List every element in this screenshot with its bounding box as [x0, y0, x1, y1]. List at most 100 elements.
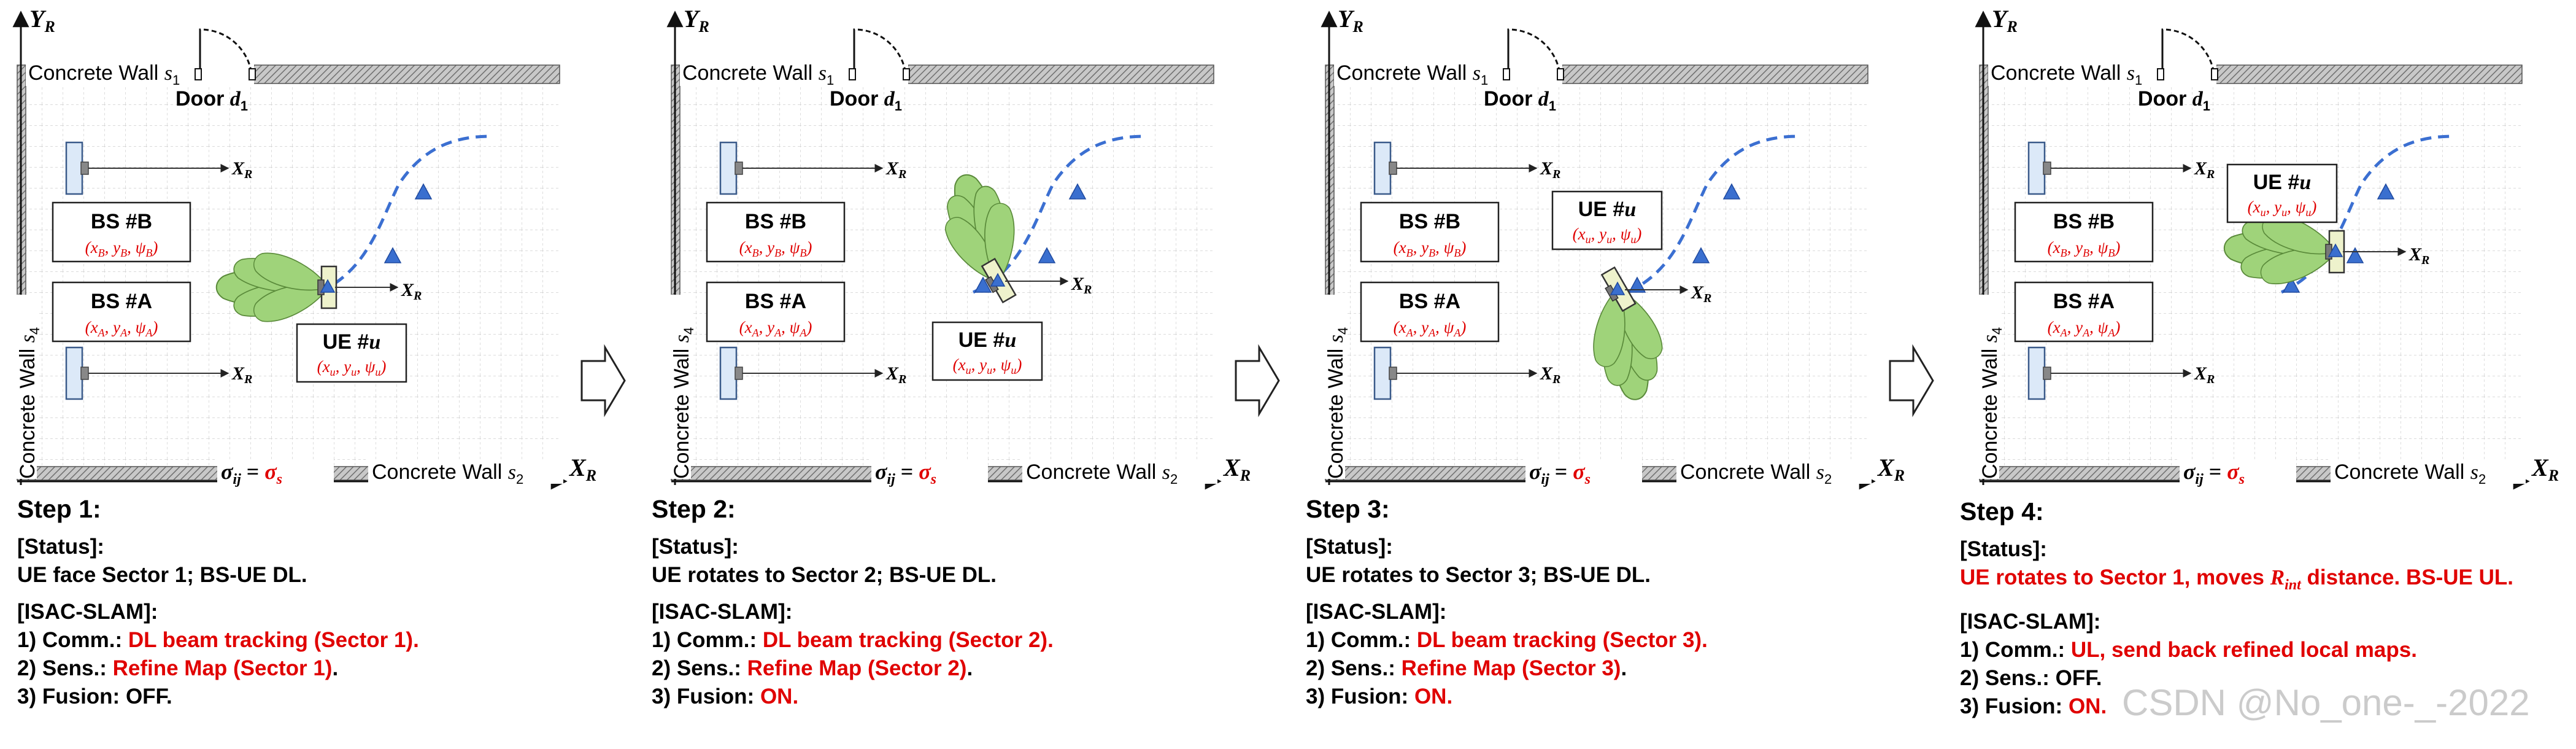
ue-device: XR	[215, 246, 422, 328]
comm-line: 1) Comm.: UL, send back refined local ma…	[1960, 638, 2417, 662]
bs-a-label: BS #A	[1399, 290, 1460, 313]
ue-x-axis-label: XR	[401, 280, 422, 303]
trajectory-marker	[414, 183, 433, 200]
door-hinge	[2157, 68, 2164, 80]
isac-header: [ISAC-SLAM]:	[1306, 600, 1447, 624]
bs-a-x-axis-label: XR	[1540, 363, 1560, 386]
bs-b-label: BS #B	[2053, 210, 2115, 233]
y-axis-label: YR	[1338, 5, 1363, 36]
bs-a-x-axis-label: XR	[231, 363, 252, 386]
trajectory-marker	[384, 247, 402, 263]
bs-a-coords: (xA, yA, ψA)	[85, 318, 158, 339]
ue-label: UE #u	[2253, 171, 2312, 194]
watermark: CSDN @No_one-_-2022	[2122, 682, 2530, 723]
bs-a-coords: (xA, yA, ψA)	[739, 318, 812, 339]
next-step-arrow-3	[1889, 344, 1934, 417]
fusion-line: 3) Fusion: ON.	[652, 685, 799, 708]
trajectory-marker	[974, 276, 992, 293]
status-text: UE rotates to Sector 2; BS-UE DL.	[652, 563, 997, 587]
step-1-description: Step 1: [Status]: UE face Sector 1; BS-UE…	[17, 494, 419, 711]
wall-s1-label: Concrete Wall s1	[28, 61, 180, 88]
ue-coords: (xu, yu, ψu)	[2248, 198, 2317, 219]
bs-a-box	[52, 281, 191, 343]
door-hinge	[1503, 68, 1510, 80]
bs-b-x-axis-label: XR	[1540, 158, 1560, 181]
y-axis-label: YR	[684, 5, 709, 36]
bs-b-box	[1360, 201, 1500, 263]
bs-b-antenna-panel	[65, 141, 83, 195]
sigma-equation: σij = σs	[875, 459, 936, 487]
bs-b-mount	[2043, 161, 2051, 175]
bs-a-antenna-panel	[65, 346, 83, 400]
step-4-description: Step 4:[Status]:UE rotates to Sector 1, …	[1960, 496, 2513, 721]
bs-a-coords: (xA, yA, ψA)	[2048, 318, 2121, 339]
trajectory-marker	[1068, 183, 1087, 200]
ue-position-marker	[990, 273, 1006, 287]
wall-s2-label: Concrete Wall s2	[2334, 460, 2486, 487]
door-swing-arc	[853, 28, 907, 74]
bs-a-label: BS #A	[745, 290, 806, 313]
sigma-equation: σij = σs	[1529, 459, 1591, 487]
sens-line: 2) Sens.: Refine Map (Sector 3).	[1306, 656, 1627, 680]
trajectory-marker	[1722, 183, 1741, 200]
ue-label: UE #u	[1578, 198, 1637, 221]
x-axis-label: XR	[1876, 454, 1905, 484]
bs-a-label: BS #A	[91, 290, 152, 313]
x-axis-label: XR	[568, 454, 596, 484]
isac-header: [ISAC-SLAM]:	[652, 600, 793, 624]
door-label: Door d1	[175, 87, 248, 114]
wall-s1-label: Concrete Wall s1	[1991, 61, 2142, 88]
door-latch	[1557, 68, 1564, 80]
bs-a-coords: (xA, yA, ψA)	[1394, 318, 1467, 339]
door-hinge	[849, 68, 856, 80]
step-2-description: Step 2: [Status]: UE rotates to Sector 2; …	[652, 494, 1054, 711]
y-axis-label: YR	[29, 5, 55, 36]
status-header: [Status]:	[652, 535, 739, 559]
bs-a-mount	[80, 367, 89, 380]
ue-box	[931, 321, 1043, 381]
x-axis-label: XR	[2531, 454, 2559, 484]
bs-b-box	[52, 201, 191, 263]
ue-coords: (xu, yu, ψu)	[953, 355, 1022, 376]
step-title: Step 4:	[1960, 497, 2044, 526]
bs-b-coords: (xB, yB, ψB)	[739, 238, 812, 259]
bs-a-antenna-panel	[2027, 346, 2046, 400]
isac-header: [ISAC-SLAM]:	[1960, 610, 2101, 634]
step-3-description: Step 3:[Status]:UE rotates to Sector 3; …	[1306, 494, 1708, 711]
bs-b-label: BS #B	[91, 210, 152, 233]
bs-b-label: BS #B	[1399, 210, 1460, 233]
floor-grid	[1333, 86, 1868, 467]
bs-a-x-axis-label: XR	[2194, 363, 2215, 386]
bs-b-box	[2014, 201, 2154, 263]
fusion-line: 3) Fusion: ON.	[1306, 685, 1453, 708]
step-title: Step 1:	[17, 495, 101, 523]
wall-s1-label: Concrete Wall s1	[682, 61, 834, 88]
bs-a-box	[2014, 281, 2154, 343]
status-text: UE face Sector 1; BS-UE DL.	[17, 563, 307, 587]
sens-line: 2) Sens.: Refine Map (Sector 2).	[652, 656, 973, 680]
bs-b-x-axis-label: XR	[885, 158, 906, 181]
bs-a-box	[1360, 281, 1500, 343]
bs-b-mount	[735, 161, 743, 175]
door-latch	[903, 68, 910, 80]
bs-b-x-axis-label: XR	[2194, 158, 2215, 181]
ue-position-marker	[1610, 281, 1625, 295]
step-title: Step 2:	[652, 495, 736, 523]
bs-b-antenna-panel	[2027, 141, 2046, 195]
sigma-equation: σij = σs	[2183, 459, 2245, 487]
door-latch	[249, 68, 256, 80]
wall-s2-label: Concrete Wall s2	[1026, 460, 1178, 487]
wall-s4-label: Concrete Wall s4	[16, 327, 42, 479]
sens-line: 2) Sens.: OFF.	[1960, 666, 2102, 690]
step-title: Step 3:	[1306, 495, 1390, 523]
trajectory-marker	[2346, 247, 2364, 263]
bs-b-mount	[1389, 161, 1397, 175]
status-header: [Status]:	[17, 535, 104, 559]
ue-x-axis-label: XR	[2408, 244, 2429, 267]
ue-box	[296, 323, 407, 383]
ue-label: UE #u	[323, 330, 381, 354]
